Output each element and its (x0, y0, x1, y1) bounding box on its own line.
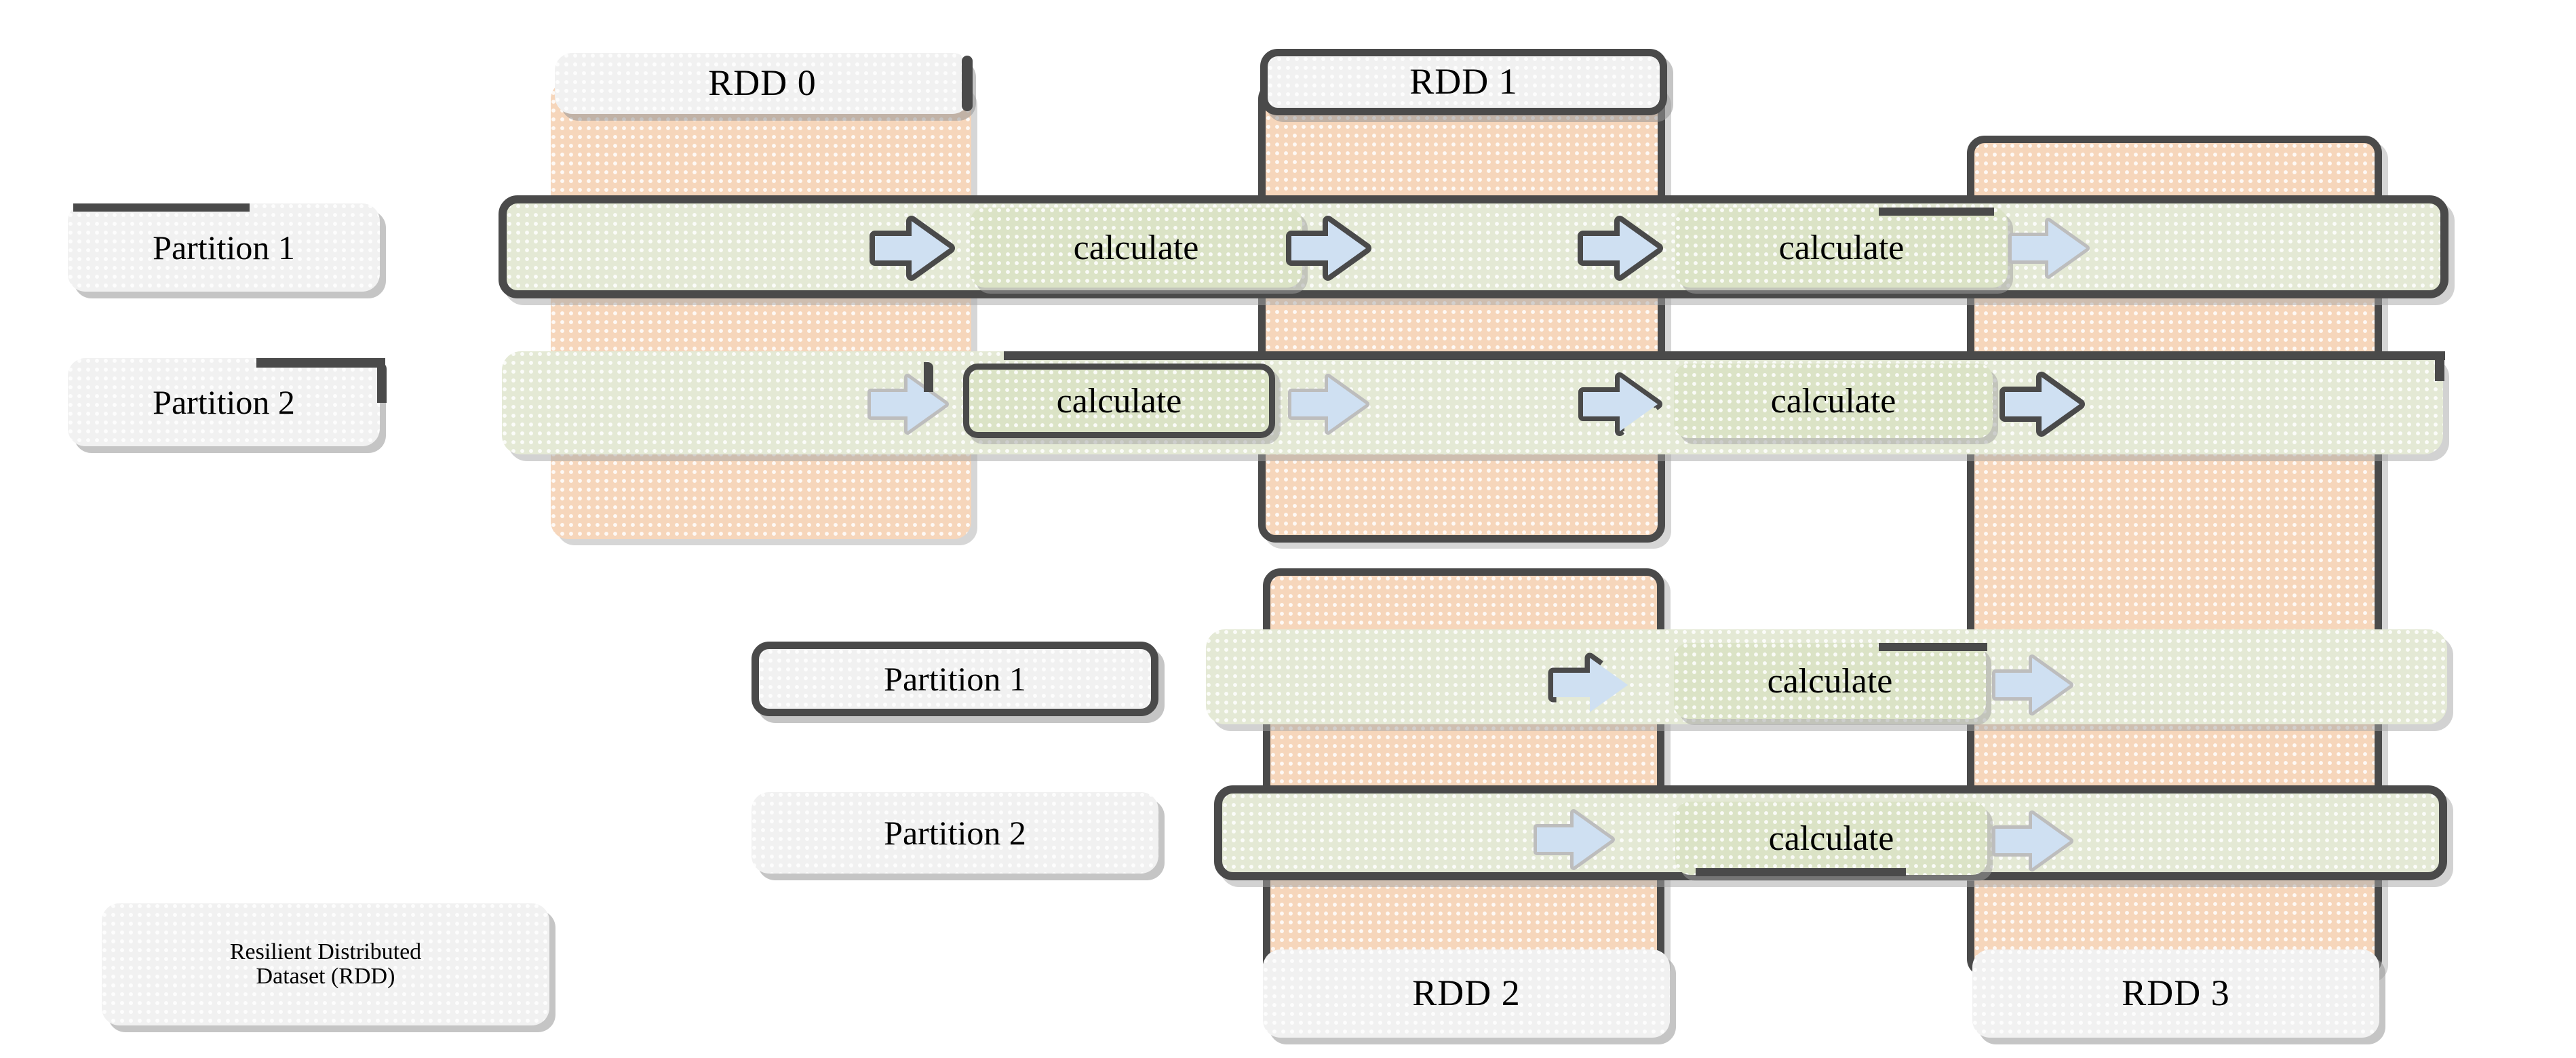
sketch-stroke-arrow-top-p2a (924, 362, 933, 392)
calculate-label: calculate (1768, 819, 1894, 858)
calculate-label: calculate (1056, 381, 1182, 420)
partition-label-bot-p1: Partition 1 (752, 642, 1158, 716)
rdd-label-rdd0: RDD 0 (555, 53, 970, 114)
rdd-column-rdd1 (1258, 81, 1665, 543)
sketch-stroke-top-p1 (73, 203, 250, 212)
right-block-arrow-icon (1992, 652, 2074, 718)
right-block-arrow-icon (1548, 652, 1633, 718)
right-block-arrow-icon (1578, 372, 1662, 437)
right-block-arrow-icon (1992, 808, 2074, 874)
calculate-pill-bot-p1: calculate (1674, 643, 1986, 719)
legend-line-2: Dataset (RDD) (256, 964, 395, 989)
calculate-label: calculate (1778, 228, 1905, 267)
sketch-stroke-lane-top-p2-right (2435, 353, 2444, 381)
partition-label-text: Partition 2 (884, 813, 1026, 852)
calculate-pill-top-p2-a: calculate (963, 364, 1275, 438)
rdd-label-text: RDD 0 (708, 62, 817, 104)
rdd-label-text: RDD 3 (2122, 973, 2230, 1014)
calculate-label: calculate (1073, 228, 1199, 267)
rdd-label-rdd1: RDD 1 (1260, 49, 1667, 115)
calculate-pill-top-p1-b: calculate (1675, 208, 2008, 288)
sketch-stroke-calc-top-p1b (1879, 208, 1994, 216)
right-block-arrow-icon (2008, 216, 2090, 281)
partition-label-top-p1: Partition 1 (68, 203, 380, 292)
rdd-label-text: RDD 1 (1409, 61, 1518, 102)
right-block-arrow-icon (1288, 372, 1370, 437)
sketch-stroke-lane-top-p2 (1004, 351, 2445, 360)
partition-lane-top-p2 (502, 351, 2443, 454)
sketch-stroke-rdd0-edge (962, 56, 973, 111)
right-block-arrow-icon (1286, 216, 1371, 281)
right-block-arrow-icon (1534, 807, 1616, 872)
partition-label-top-p2: Partition 2 (68, 358, 380, 446)
rdd-label-rdd3: RDD 3 (1972, 949, 2379, 1038)
rdd-label-rdd2: RDD 2 (1263, 949, 1670, 1038)
calculate-label: calculate (1767, 661, 1893, 701)
calculate-pill-top-p2-b: calculate (1674, 364, 1993, 438)
right-block-arrow-icon (867, 372, 950, 437)
partition-label-bot-p2: Partition 2 (752, 792, 1158, 874)
legend-line-1: Resilient Distributed (229, 939, 422, 964)
calculate-label: calculate (1770, 381, 1896, 420)
legend-box: Resilient Distributed Dataset (RDD) (102, 903, 549, 1025)
calculate-pill-top-p1-a: calculate (970, 208, 1302, 288)
partition-label-text: Partition 2 (153, 383, 295, 421)
right-block-arrow-icon (870, 216, 955, 281)
sketch-stroke-calc-bot-p1 (1879, 643, 1987, 651)
partition-label-text: Partition 1 (153, 228, 295, 267)
partition-lane-bot-p2 (1214, 785, 2447, 880)
right-block-arrow-icon (1999, 372, 2085, 437)
right-block-arrow-icon (1578, 216, 1663, 281)
sketch-stroke-top-p2-right (377, 362, 387, 403)
calculate-pill-bot-p2: calculate (1675, 802, 1987, 875)
partition-label-text: Partition 1 (884, 659, 1026, 698)
sketch-stroke-top-p2-top (256, 358, 385, 368)
partition-lane-top-p1 (499, 195, 2448, 298)
rdd-label-text: RDD 2 (1412, 973, 1521, 1014)
rdd-column-rdd0 (551, 81, 971, 539)
sketch-stroke-calc-bot-p2 (1696, 868, 1906, 876)
